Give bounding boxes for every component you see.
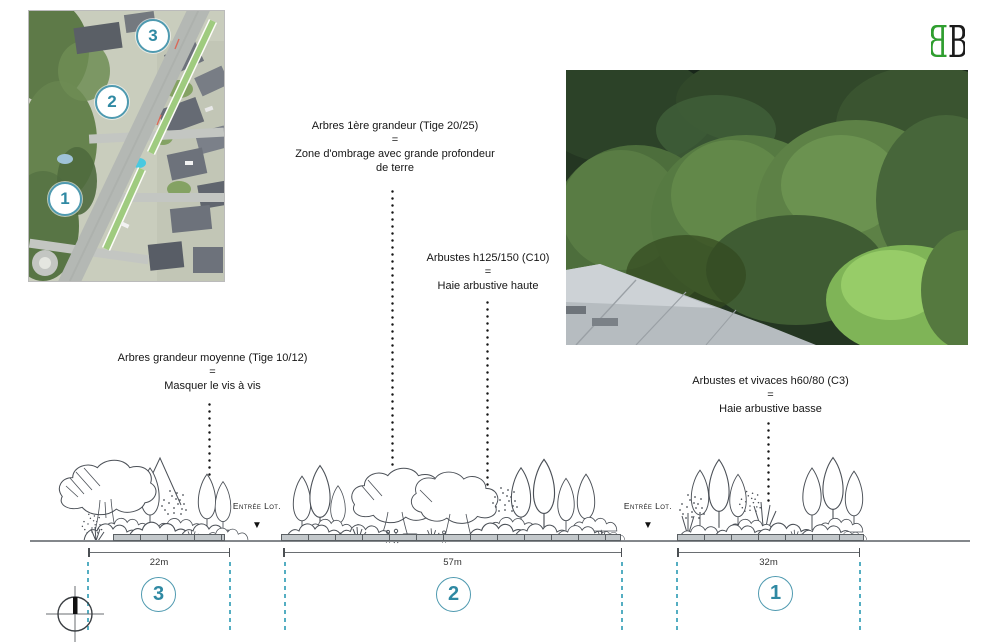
map-marker-2: 2 bbox=[95, 85, 129, 119]
annotation-line: Arbustes et vivaces h60/80 (C3) bbox=[692, 375, 849, 387]
section-circle-3: 3 bbox=[141, 577, 176, 612]
hedge-photo bbox=[566, 70, 968, 345]
annotation-line: de terre bbox=[376, 162, 414, 174]
aerial-map: 3 2 1 bbox=[28, 10, 225, 282]
section-boundary-dash bbox=[87, 562, 89, 630]
annotation-line: = bbox=[484, 266, 492, 278]
section-boundary-dash bbox=[859, 562, 861, 630]
annotation-line: Masquer le vis à vis bbox=[164, 380, 261, 392]
annotation-line: = bbox=[391, 134, 399, 146]
annotation-line: Arbres grandeur moyenne (Tige 10/12) bbox=[117, 352, 308, 364]
annotation-line: Haie arbustive basse bbox=[719, 403, 822, 415]
aerial-map-image bbox=[29, 11, 224, 281]
dimension-label: 22m bbox=[149, 557, 169, 568]
entrance-label-right: Entrée Lot. ▼ bbox=[620, 501, 676, 531]
dimension-tick bbox=[88, 548, 90, 557]
annotation-arbres-moyenne: Arbres grandeur moyenne (Tige 10/12) = M… bbox=[90, 351, 335, 393]
annotation-line: Arbustes h125/150 (C10) bbox=[426, 252, 550, 264]
section-circle-1: 1 bbox=[758, 576, 793, 611]
dimension-label: 32m bbox=[759, 557, 778, 568]
annotation-arbustes-basse: Arbustes et vivaces h60/80 (C3) = Haie a… bbox=[653, 374, 888, 416]
north-compass-icon bbox=[46, 586, 104, 642]
hedge-bar-section-1 bbox=[677, 534, 864, 541]
annotation-line: = bbox=[209, 366, 216, 378]
sketch-group-1 bbox=[678, 457, 868, 542]
dimension-section-2: 57m bbox=[283, 548, 622, 568]
annotation-line: Arbres 1ère grandeur (Tige 20/25) bbox=[311, 120, 479, 132]
dimension-line bbox=[283, 552, 622, 553]
dimension-tick bbox=[620, 548, 622, 557]
down-triangle-icon: ▼ bbox=[643, 520, 653, 531]
annotation-line: Zone d'ombrage avec grande profondeur bbox=[295, 148, 495, 160]
logo-letter-green: B bbox=[931, 16, 948, 64]
dimension-section-1: 32m bbox=[677, 548, 860, 568]
section-boundary-dash bbox=[229, 562, 231, 630]
annotation-line: Haie arbustive haute bbox=[437, 280, 539, 292]
annotation-arbres-1ere-grandeur: Arbres 1ère grandeur (Tige 20/25) = Zone… bbox=[255, 119, 535, 175]
hedge-bar-section-3 bbox=[113, 534, 225, 541]
bb-monogram-logo: B B bbox=[928, 14, 968, 68]
entrance-label-left: Entrée Lot. ▼ bbox=[229, 501, 285, 531]
leader-line-arbres-1ere bbox=[391, 188, 394, 468]
section-boundary-dash bbox=[284, 562, 286, 630]
annotation-arbustes-haute: Arbustes h125/150 (C10) = Haie arbustive… bbox=[393, 251, 583, 293]
section-boundary-dash bbox=[621, 562, 623, 630]
sketch-group-2 bbox=[285, 458, 626, 544]
logo-letter-black: B bbox=[948, 16, 965, 64]
leader-line-arbres-moyenne bbox=[208, 401, 211, 479]
dimension-line bbox=[677, 552, 860, 553]
section-boundary-dash bbox=[676, 562, 678, 630]
dimension-line bbox=[88, 552, 230, 553]
entrance-text: Entrée Lot. bbox=[623, 501, 673, 511]
map-marker-3: 3 bbox=[136, 19, 170, 53]
dimension-section-3: 22m bbox=[88, 548, 230, 568]
hedge-bar-section-2 bbox=[281, 534, 621, 541]
leader-line-arbustes-basse bbox=[767, 420, 770, 505]
dimension-label: 57m bbox=[443, 557, 462, 568]
down-triangle-icon: ▼ bbox=[252, 520, 262, 531]
leader-line-arbustes-haute bbox=[486, 299, 489, 507]
dimension-tick bbox=[677, 548, 679, 557]
sketch-group-3 bbox=[58, 456, 249, 542]
section-circle-2: 2 bbox=[436, 577, 471, 612]
dimension-tick bbox=[858, 548, 860, 557]
dimension-tick bbox=[283, 548, 285, 557]
dimension-tick bbox=[228, 548, 230, 557]
entrance-text: Entrée Lot. bbox=[232, 501, 282, 511]
map-marker-1: 1 bbox=[48, 182, 82, 216]
annotation-line: = bbox=[767, 389, 774, 401]
